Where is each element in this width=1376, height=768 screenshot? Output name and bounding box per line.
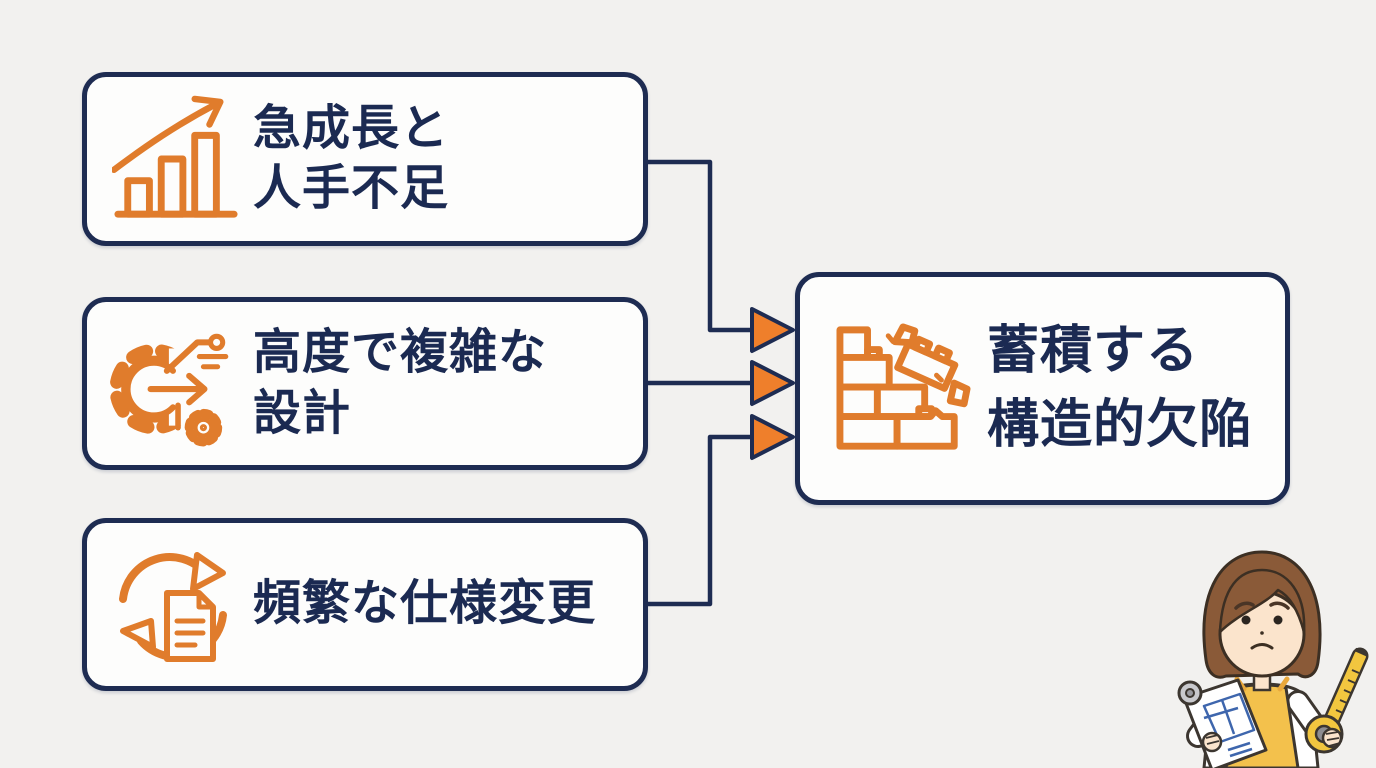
connector-cause3 — [648, 434, 750, 607]
cause-box-rapid-growth: 急成長と 人手不足 — [82, 72, 648, 246]
cause-label-line: 設計 — [253, 386, 352, 440]
cause-label-line: 人手不足 — [253, 162, 450, 215]
growth-chart-icon — [101, 95, 251, 223]
cause-label-line: 急成長と — [253, 101, 450, 155]
arrowhead-icon — [750, 414, 795, 460]
cause-label: 急成長と 人手不足 — [253, 99, 643, 220]
arrowhead-icon — [750, 307, 795, 353]
connector-cause1 — [648, 159, 750, 333]
crumbling-wall-icon — [820, 322, 985, 456]
gear-process-icon — [101, 318, 251, 450]
effect-label-line: 蓄積する — [987, 321, 1200, 380]
worried-woman-illustration — [1177, 550, 1369, 768]
cause-label-line: 高度で複雑な — [253, 326, 548, 380]
cause-label-line: 頻繁な仕様変更 — [253, 577, 597, 631]
cause-label: 頻繁な仕様変更 — [253, 574, 643, 634]
effect-label: 蓄積する 構造的欠陥 — [987, 315, 1285, 463]
cause-box-complex-design: 高度で複雑な 設計 — [82, 297, 648, 470]
cause-box-frequent-spec-change: 頻繁な仕様変更 — [82, 518, 648, 691]
cycle-document-icon — [101, 541, 251, 669]
effect-box-structural-defects: 蓄積する 構造的欠陥 — [795, 272, 1290, 505]
arrowhead-icon — [750, 360, 795, 406]
effect-label-line: 構造的欠陥 — [987, 395, 1253, 454]
cause-label: 高度で複雑な 設計 — [253, 323, 643, 444]
